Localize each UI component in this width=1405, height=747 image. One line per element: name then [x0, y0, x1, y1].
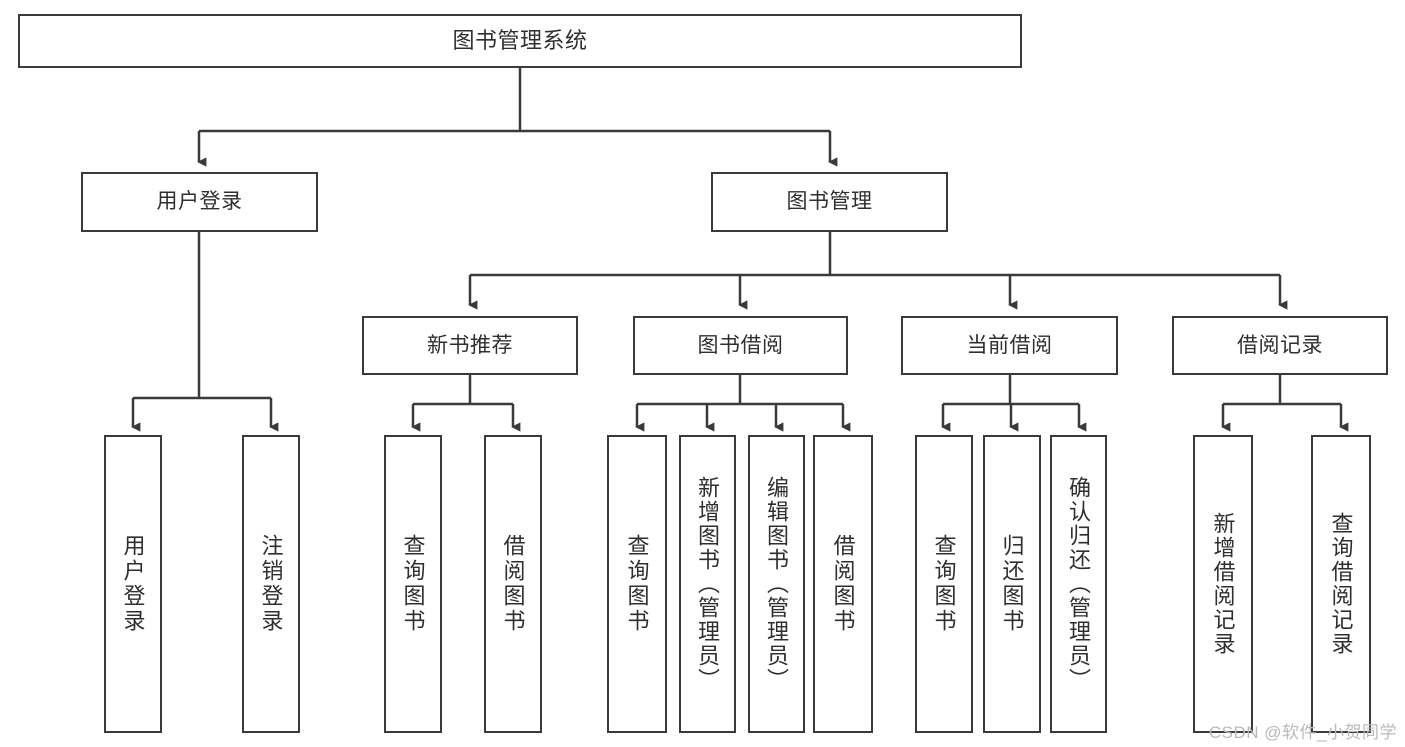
node-label: 新增借阅记录 [1210, 512, 1236, 656]
node-book-borrow[interactable]: 图书借阅 [633, 316, 848, 375]
leaf-borrow-query-book[interactable]: 查询图书 [607, 435, 667, 733]
node-label: 查询图书 [624, 534, 650, 634]
node-label: 归还图书 [999, 534, 1025, 634]
node-user-login[interactable]: 用户登录 [81, 172, 318, 232]
node-label: 借阅图书 [500, 534, 526, 634]
node-label: 确认归还（管理员） [1066, 476, 1092, 692]
leaf-record-add[interactable]: 新增借阅记录 [1193, 435, 1253, 733]
node-label: 借阅记录 [1237, 333, 1323, 357]
leaf-borrow-add-book[interactable]: 新增图书（管理员） [679, 435, 736, 733]
watermark-text: CSDN @软件_小贺同学 [1208, 723, 1397, 742]
node-label: 编辑图书（管理员） [764, 476, 790, 692]
node-root-system[interactable]: 图书管理系统 [18, 14, 1022, 68]
leaf-user-login-login[interactable]: 用户登录 [104, 435, 162, 733]
leaf-borrow-edit-book[interactable]: 编辑图书（管理员） [748, 435, 805, 733]
node-label: 注销登录 [258, 534, 284, 634]
node-new-book-recommend[interactable]: 新书推荐 [362, 316, 578, 375]
node-label: 用户登录 [120, 534, 146, 634]
node-label: 图书借阅 [697, 333, 784, 357]
leaf-new-book-borrow[interactable]: 借阅图书 [484, 435, 542, 733]
node-label: 查询借阅记录 [1328, 512, 1354, 656]
node-label: 新增图书（管理员） [695, 476, 721, 692]
node-label: 查询图书 [931, 534, 957, 634]
leaf-current-confirm-return[interactable]: 确认归还（管理员） [1050, 435, 1107, 733]
node-borrow-record[interactable]: 借阅记录 [1172, 316, 1388, 375]
leaf-new-book-query[interactable]: 查询图书 [384, 435, 442, 733]
node-book-management[interactable]: 图书管理 [711, 172, 948, 232]
leaf-current-query-book[interactable]: 查询图书 [915, 435, 973, 733]
node-label: 查询图书 [400, 534, 426, 634]
node-label: 当前借阅 [966, 333, 1053, 357]
node-label: 图书管理系统 [452, 27, 588, 53]
node-label: 图书管理 [786, 190, 873, 214]
leaf-user-login-logout[interactable]: 注销登录 [242, 435, 300, 733]
node-label: 借阅图书 [830, 534, 856, 634]
leaf-borrow-borrow-book[interactable]: 借阅图书 [813, 435, 873, 733]
node-label: 用户登录 [156, 190, 243, 214]
leaf-record-query[interactable]: 查询借阅记录 [1311, 435, 1371, 733]
leaf-current-return-book[interactable]: 归还图书 [983, 435, 1041, 733]
node-current-borrow[interactable]: 当前借阅 [901, 316, 1118, 375]
node-label: 新书推荐 [427, 333, 513, 357]
